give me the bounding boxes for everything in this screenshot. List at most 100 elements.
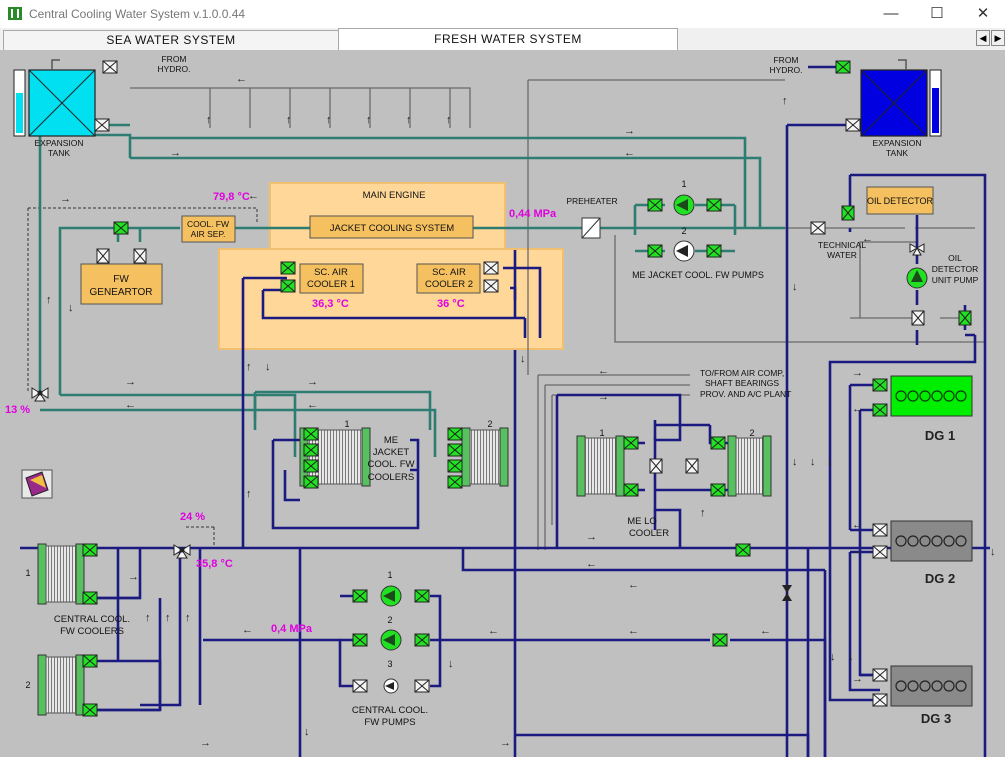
svg-text:↑: ↑ xyxy=(700,507,706,519)
label-fw-generator-1: FW xyxy=(113,274,129,285)
svg-text:→: → xyxy=(852,545,863,557)
jacket-outlet-temp: 79,8 °C xyxy=(213,191,250,203)
svg-text:↓: ↓ xyxy=(810,456,816,468)
help-book-icon[interactable] xyxy=(21,469,53,499)
svg-text:↑: ↑ xyxy=(145,612,151,624)
valves-closed xyxy=(94,60,925,707)
svg-text:→: → xyxy=(170,147,181,159)
svg-text:↓: ↓ xyxy=(792,456,798,468)
close-button[interactable]: ✕ xyxy=(976,5,990,22)
svg-text:↓: ↓ xyxy=(304,726,310,738)
label-expansion-tank-left-1: EXPANSION xyxy=(35,138,84,148)
svg-text:↓: ↓ xyxy=(68,302,74,314)
expansion-tank-right xyxy=(860,59,942,137)
label-oil-detector: OIL DETECTOR xyxy=(867,196,934,206)
three-way-valve-central-pct: 24 % xyxy=(180,511,205,523)
svg-text:←: ← xyxy=(125,399,136,411)
label-me-lo-cooler-num-2: 2 xyxy=(749,428,754,438)
svg-text:←: ← xyxy=(760,625,771,637)
label-me-lo-cooler-2: COOLER xyxy=(629,528,669,539)
label-jacket-pump-2: 2 xyxy=(681,226,686,236)
svg-text:←: ← xyxy=(586,558,597,570)
svg-text:↓: ↓ xyxy=(520,353,526,365)
tab-strip: SEA WATER SYSTEM FRESH WATER SYSTEM xyxy=(0,28,1005,51)
label-me-jacket-coolers-4: COOLERS xyxy=(368,472,414,483)
label-central-pumps-1: CENTRAL COOL. xyxy=(352,705,428,716)
svg-text:→: → xyxy=(200,737,211,749)
title-bar: Central Cooling Water System v.1.0.0.44 … xyxy=(0,0,1005,28)
sc-air-cooler-2-temp: 36 °C xyxy=(437,298,465,310)
label-me-jacket-coolers-2: JACKET xyxy=(373,447,410,458)
svg-text:↓: ↓ xyxy=(448,658,454,670)
minimize-button[interactable]: — xyxy=(883,5,899,22)
label-central-cooler-1: 1 xyxy=(25,568,30,578)
svg-text:↓: ↓ xyxy=(830,651,836,663)
label-central-cooler-2: 2 xyxy=(25,680,30,690)
three-way-valve-left-pct: 13 % xyxy=(5,404,30,416)
svg-text:←: ← xyxy=(862,233,873,245)
valves-open xyxy=(82,60,972,717)
label-me-lo-cooler-num-1: 1 xyxy=(599,428,604,438)
label-sc-air-cooler-1-b: COOLER 1 xyxy=(307,279,355,290)
svg-text:←: ← xyxy=(242,624,253,636)
svg-text:←: ← xyxy=(307,399,318,411)
maximize-button[interactable]: ☐ xyxy=(930,5,944,22)
label-expansion-tank-right-2: TANK xyxy=(886,148,908,158)
label-from-hydro-left-1: FROM xyxy=(161,54,186,64)
label-cool-fw-air-sep-2: AIR SEP. xyxy=(191,229,226,239)
svg-text:←: ← xyxy=(628,579,639,591)
svg-text:↑: ↑ xyxy=(406,114,412,126)
label-central-pump-1: 1 xyxy=(387,570,392,580)
tab-sea-water-system[interactable]: SEA WATER SYSTEM xyxy=(3,30,339,50)
svg-text:↑: ↑ xyxy=(165,612,171,624)
label-main-engine: MAIN ENGINE xyxy=(363,190,426,201)
central-pressure: 0,4 MPa xyxy=(271,623,313,635)
label-technical-water-1: TECHNICAL xyxy=(818,240,866,250)
label-me-jacket-coolers-3: COOL. FW xyxy=(368,459,415,470)
svg-text:←: ← xyxy=(852,519,863,531)
svg-text:←: ← xyxy=(628,625,639,637)
tab-fresh-water-system[interactable]: FRESH WATER SYSTEM xyxy=(338,28,678,51)
label-me-jacket-pumps: ME JACKET COOL. FW PUMPS xyxy=(632,270,764,280)
label-central-coolers-1: CENTRAL COOL. xyxy=(54,614,130,625)
label-sc-air-cooler-1-a: SC. AIR xyxy=(314,267,348,278)
diesel-generators xyxy=(890,375,973,707)
window-title: Central Cooling Water System v.1.0.0.44 xyxy=(29,7,246,21)
dark-blue-pipes xyxy=(20,65,990,757)
label-dg2: DG 2 xyxy=(925,571,955,586)
svg-text:→: → xyxy=(307,376,318,388)
control-line xyxy=(27,207,258,546)
label-cool-fw-air-sep-1: COOL. FW xyxy=(187,219,229,229)
svg-text:→: → xyxy=(500,737,511,749)
tab-scroll-right-icon[interactable]: ▶ xyxy=(991,30,1005,46)
label-dg1: DG 1 xyxy=(925,428,955,443)
expansion-tank-left xyxy=(13,59,96,137)
preheater xyxy=(581,217,601,239)
svg-text:↑: ↑ xyxy=(46,294,52,306)
svg-text:←: ← xyxy=(598,365,609,377)
label-me-jacket-cooler-1: 1 xyxy=(344,419,349,429)
svg-text:→: → xyxy=(624,125,635,137)
label-air-comp-3: PROV. AND A/C PLANT xyxy=(700,389,791,399)
label-me-jacket-cooler-2: 2 xyxy=(487,419,492,429)
label-air-comp-2: SHAFT BEARINGS xyxy=(705,378,779,388)
label-expansion-tank-right-1: EXPANSION xyxy=(873,138,922,148)
app-icon xyxy=(8,7,22,20)
label-air-comp-1: TO/FROM AIR COMP, xyxy=(700,368,784,378)
label-central-pumps-2: FW PUMPS xyxy=(364,717,415,728)
flow-arrows: ←→→← ←→↑ ↑↑↑↑ ↑↑ ↑↓ →←→← ↑↑↓ ↓←→ →←↑ ↓↓↓… xyxy=(46,73,996,749)
svg-text:←: ← xyxy=(248,190,259,202)
label-me-lo-cooler-1: ME LO xyxy=(627,516,657,527)
label-jacket-cooling-system: JACKET COOLING SYSTEM xyxy=(330,223,454,234)
jacket-pressure: 0,44 MPa xyxy=(509,208,557,220)
tab-scroll-left-icon[interactable]: ◀ xyxy=(976,30,990,46)
svg-text:↓: ↓ xyxy=(848,651,854,663)
label-me-jacket-coolers-1: ME xyxy=(384,435,398,446)
svg-text:↑: ↑ xyxy=(185,612,191,624)
svg-text:↑: ↑ xyxy=(286,114,292,126)
svg-text:→: → xyxy=(586,531,597,543)
main-engine-zone-lower xyxy=(218,248,564,350)
svg-text:←: ← xyxy=(624,147,635,159)
label-from-hydro-right-1: FROM xyxy=(773,55,798,65)
svg-text:↑: ↑ xyxy=(246,361,252,373)
